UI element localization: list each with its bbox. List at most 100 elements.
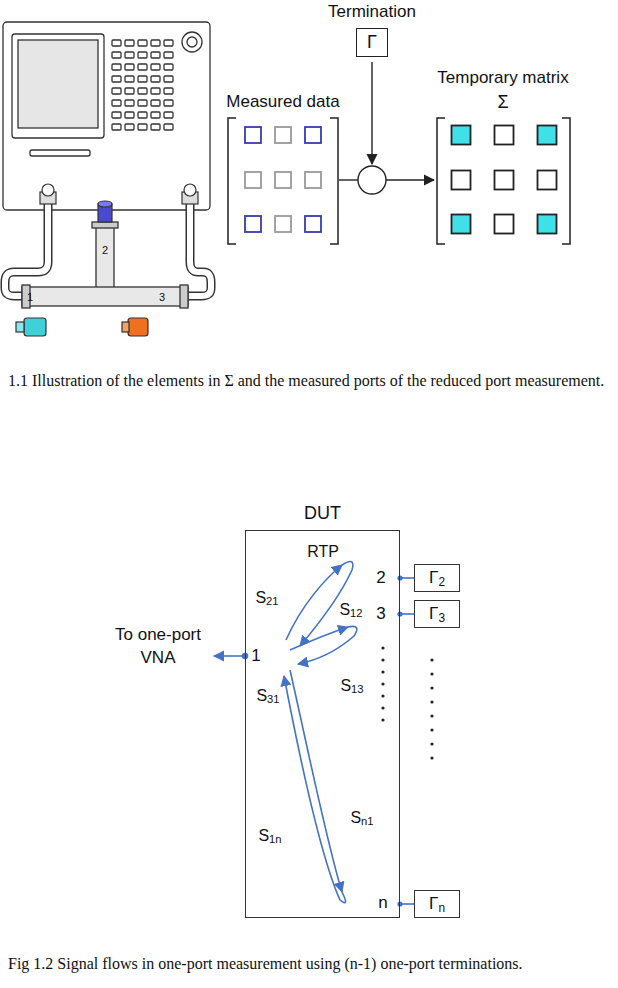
ellipsis-dot (430, 714, 433, 717)
port-number: 1 (251, 645, 260, 668)
port-number: 2 (102, 243, 108, 258)
port-arrow (214, 654, 248, 659)
port-dot (397, 901, 402, 906)
vna-button (164, 64, 173, 70)
port-number: n (378, 892, 387, 915)
matrix-title: Measured data (226, 91, 339, 114)
matrix-cell (245, 172, 261, 188)
matrix-cell (275, 172, 291, 188)
vna-button (138, 64, 147, 70)
matrix-cell (495, 171, 514, 190)
ellipsis-dot (430, 700, 433, 703)
subscript: 1n (269, 833, 281, 845)
ellipsis-dots (381, 646, 433, 759)
dut-box: DUT (245, 530, 400, 918)
matrix-cell (452, 215, 471, 234)
node-heading: Termination (328, 2, 416, 22)
matrix-cell (495, 215, 514, 234)
port-dot (397, 575, 402, 580)
vna-button (112, 64, 121, 70)
vna-button (164, 124, 173, 130)
termination-load (16, 201, 148, 336)
vna-button (164, 88, 173, 94)
test-cable (5, 200, 211, 296)
matrix-cell (275, 127, 291, 143)
vna-button (112, 76, 121, 82)
subscript: 12 (350, 607, 362, 619)
s-parameter: S21 (255, 587, 278, 610)
s-parameter: S1n (258, 825, 281, 848)
vna-button (151, 52, 160, 58)
vna-button (112, 112, 121, 118)
vna-button (125, 52, 134, 58)
vna-button (151, 40, 160, 46)
matrix-cell (275, 216, 291, 232)
subscript: 31 (267, 693, 279, 705)
node-label: Γ (356, 28, 388, 57)
vna-button (112, 88, 121, 94)
ellipsis-dot (381, 658, 384, 661)
port-number: 2 (376, 567, 385, 590)
matrix-cell (305, 216, 321, 232)
s-parameter: S31 (256, 685, 279, 708)
vna-button (125, 112, 134, 118)
s-parameter: S13 (340, 675, 363, 698)
vna-button (112, 52, 121, 58)
ellipsis-dot (381, 706, 384, 709)
ellipsis-dot (430, 672, 433, 675)
port-number: 3 (376, 603, 385, 626)
combiner (339, 62, 434, 194)
vna-button (112, 100, 121, 106)
ellipsis-dot (381, 646, 384, 649)
matrix-symbol: Σ (497, 90, 508, 114)
vna-button (164, 112, 173, 118)
vna-button (125, 76, 134, 82)
vna-button (112, 124, 121, 130)
port-note: To one-port VNA (98, 624, 218, 670)
vna-instrument (3, 22, 210, 210)
ellipsis-dot (430, 658, 433, 661)
ellipsis-dot (381, 670, 384, 673)
vna-button (125, 40, 134, 46)
node-label: Γn (429, 894, 445, 915)
subscript: 3 (438, 610, 445, 624)
node-heading: DUT (246, 503, 399, 524)
matrix-cell (495, 126, 514, 145)
s-parameter: Sn1 (350, 807, 373, 830)
termination-box: Γn (414, 890, 460, 918)
subscript: 13 (351, 683, 363, 695)
ellipsis-dot (381, 694, 384, 697)
node-label: Γ3 (429, 604, 445, 625)
matrix-bracket (228, 118, 570, 244)
vna-button (151, 76, 160, 82)
subscript: n1 (361, 815, 373, 827)
matrix-cell (305, 172, 321, 188)
vna-button (164, 40, 173, 46)
vna-button (112, 40, 121, 46)
vna-button (151, 64, 160, 70)
vna-button (138, 52, 147, 58)
matrix-cell (538, 126, 557, 145)
subscript: 21 (266, 595, 278, 607)
vna-button (138, 76, 147, 82)
port-dot (397, 611, 402, 616)
ellipsis-dot (381, 718, 384, 721)
node-label: Γ2 (429, 568, 445, 589)
vna-button (164, 100, 173, 106)
matrix-cell (452, 171, 471, 190)
matrix-cell (538, 171, 557, 190)
subscript: 2 (438, 574, 445, 588)
vna-button (125, 64, 134, 70)
matrix-cell (245, 127, 261, 143)
ellipsis-dot (430, 756, 433, 759)
ellipsis-dot (430, 742, 433, 745)
vna-button (125, 88, 134, 94)
vna-button (151, 100, 160, 106)
port-number: 1 (27, 290, 33, 305)
figure-caption: 1.1 Illustration of the elements in Σ an… (8, 370, 608, 392)
termination-box: Γ2 (414, 564, 460, 592)
matrix-cell (538, 215, 557, 234)
vna-port (40, 184, 198, 204)
ellipsis-dot (381, 682, 384, 685)
